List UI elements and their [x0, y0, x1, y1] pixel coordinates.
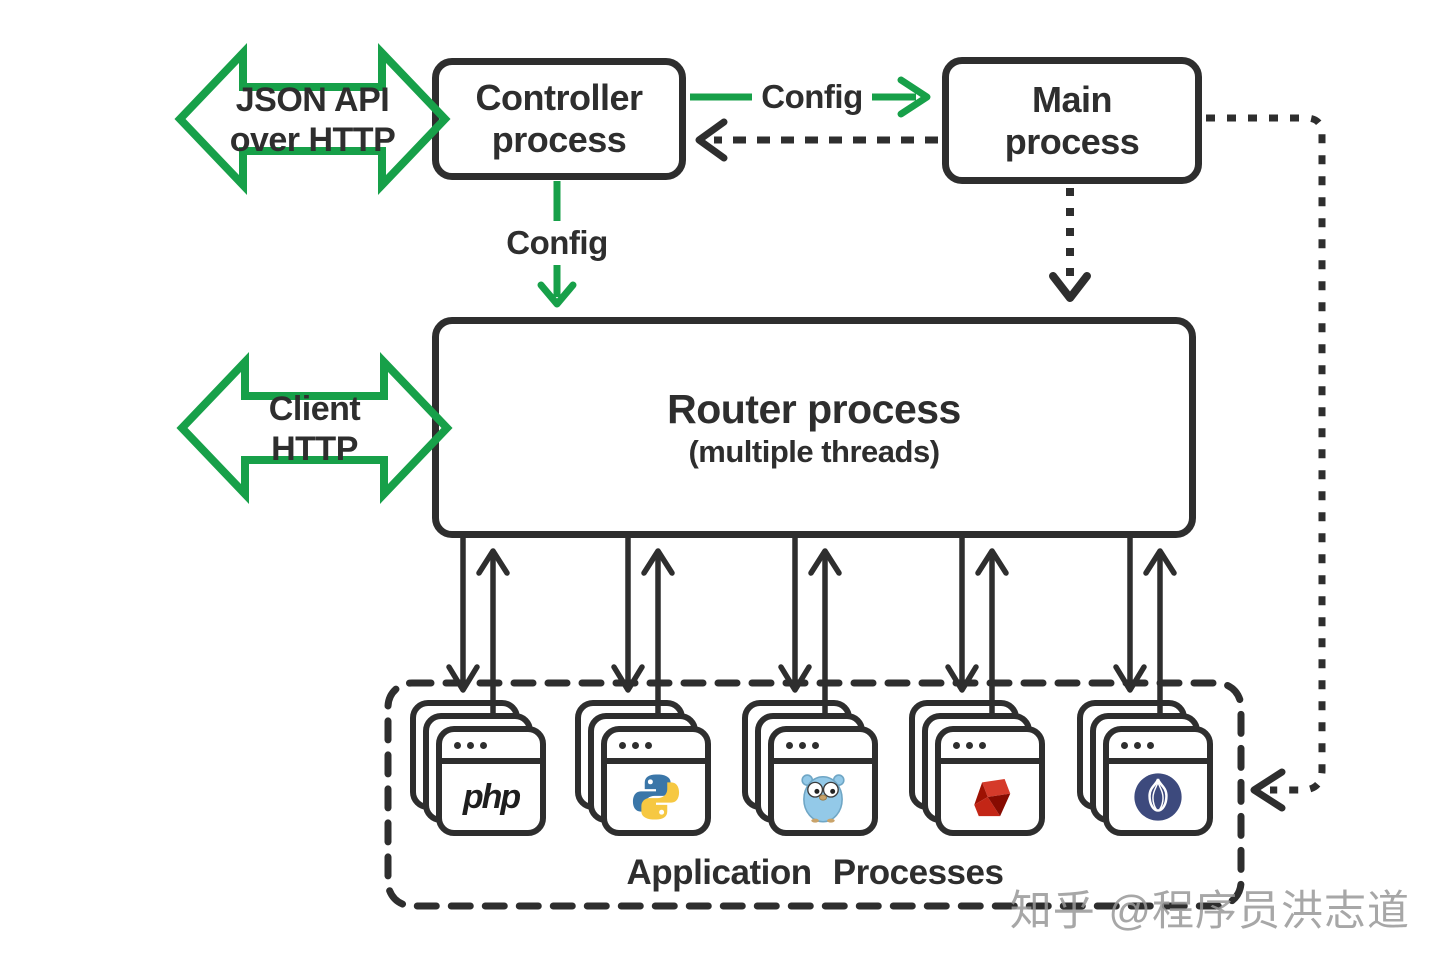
json-api-line2: over HTTP — [229, 121, 396, 159]
client-line1: Client — [268, 390, 361, 428]
window-dot — [966, 741, 973, 749]
router-process-subtitle: (multiple threads) — [688, 433, 940, 469]
dotted-arrow-main-to-app-processes — [1206, 114, 1326, 812]
window-titlebar — [442, 732, 540, 764]
window-titlebar — [607, 732, 705, 764]
router-to-app-arrows-1 — [446, 535, 510, 714]
window-content — [1109, 764, 1207, 830]
app-stack-python — [575, 700, 713, 838]
window-titlebar — [941, 732, 1039, 764]
window-content — [774, 764, 872, 830]
router-to-app-arrows-4 — [945, 535, 1009, 714]
return-arrow-main-to-controller — [695, 118, 938, 162]
window-front: php — [436, 726, 546, 836]
app-stack-go — [742, 700, 880, 838]
main-process-label-line2: process — [1004, 120, 1140, 162]
window-dot — [454, 741, 461, 749]
client-http-arrow-text: Client HTTP — [207, 389, 422, 469]
window-dot — [812, 741, 819, 749]
perl-logo — [1134, 773, 1182, 821]
ruby-logo — [974, 779, 1011, 817]
window-dot — [1121, 741, 1128, 749]
window-titlebar — [1109, 732, 1207, 764]
window-dot — [786, 741, 793, 749]
router-to-app-arrows-2 — [611, 535, 675, 714]
router-process-box: Router process (multiple threads) — [432, 317, 1196, 538]
window-dot — [799, 741, 806, 749]
router-process-title: Router process — [667, 385, 961, 432]
window-front — [601, 726, 711, 836]
client-line2: HTTP — [271, 430, 358, 468]
window-content — [607, 764, 705, 830]
application-processes-label: Application Processes — [626, 853, 1004, 892]
window-dot — [1134, 741, 1141, 749]
php-logo: php — [462, 777, 521, 816]
json-api-line1: JSON API — [235, 81, 390, 119]
json-api-arrow-text: JSON API over HTTP — [200, 80, 425, 160]
controller-process-label-line1: Controller — [475, 77, 643, 118]
window-front — [768, 726, 878, 836]
controller-process-box: Controller process — [432, 58, 686, 180]
dotted-arrow-main-to-router — [1049, 188, 1091, 302]
controller-process-label-line2: process — [491, 119, 627, 160]
window-dot — [480, 741, 487, 749]
window-dot — [979, 741, 986, 749]
main-process-label-line1: Main — [1031, 78, 1113, 120]
window-dot — [645, 741, 652, 749]
config-label-to-router: Config — [498, 221, 616, 265]
window-dot — [1147, 741, 1154, 749]
config-label-to-main: Config — [752, 74, 872, 120]
go-gopher-logo — [801, 774, 845, 823]
window-front — [1103, 726, 1213, 836]
main-process-box: Main process — [942, 57, 1202, 184]
app-stack-php: php — [410, 700, 548, 838]
window-content — [941, 764, 1039, 830]
window-dot — [619, 741, 626, 749]
window-dot — [467, 741, 474, 749]
app-stack-perl — [1077, 700, 1215, 838]
window-dot — [953, 741, 960, 749]
window-content: php — [442, 764, 540, 830]
watermark-text: 知乎 @程序员洪志道 — [1009, 887, 1410, 934]
router-to-app-arrows-3 — [778, 535, 842, 714]
app-stack-ruby — [909, 700, 1047, 838]
window-dot — [632, 741, 639, 749]
router-to-app-arrows-5 — [1113, 535, 1177, 714]
window-front — [935, 726, 1045, 836]
window-titlebar — [774, 732, 872, 764]
python-logo — [632, 774, 680, 820]
